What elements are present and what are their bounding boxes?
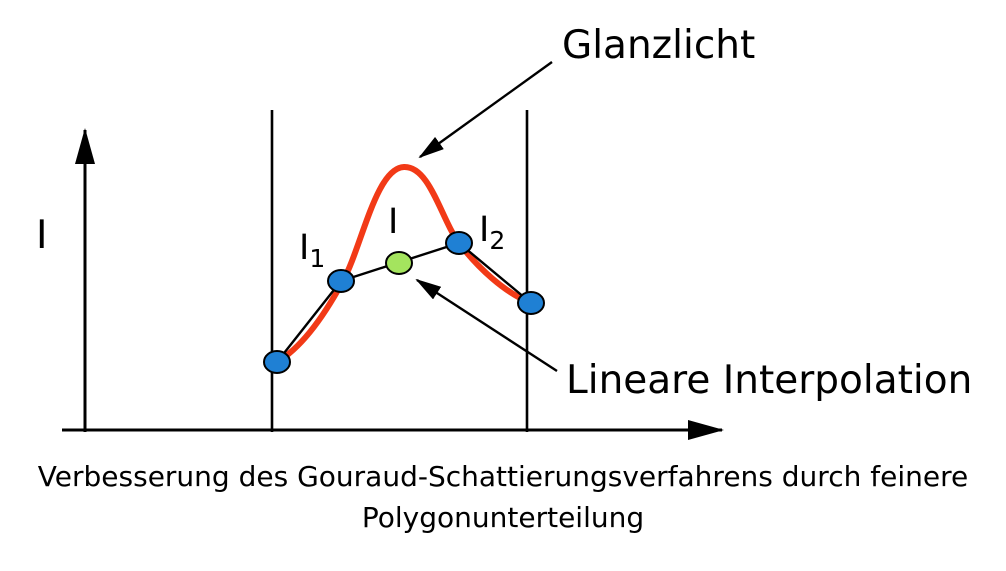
sample-point-bottom-left bbox=[263, 350, 291, 374]
interpolated-point bbox=[385, 251, 413, 275]
glanzlicht-label: Glanzlicht bbox=[562, 23, 755, 68]
sample-point-i1 bbox=[327, 269, 355, 293]
caption-line-1: Verbesserung des Gouraud-Schattierungsve… bbox=[38, 460, 968, 493]
lineare-interpolation-label: Lineare Interpolation bbox=[566, 358, 972, 403]
y-axis-label: I bbox=[36, 213, 48, 258]
glanzlicht-arrow bbox=[418, 61, 553, 159]
sample-point-i2 bbox=[445, 231, 473, 255]
label-i1: I1 bbox=[299, 228, 325, 273]
caption-line-2: Polygonunterteilung bbox=[362, 501, 644, 534]
interpolation-arrow bbox=[415, 278, 558, 373]
intensity-curve bbox=[274, 163, 534, 365]
label-i2: I2 bbox=[479, 210, 505, 255]
sample-point-bottom-right bbox=[517, 291, 545, 315]
label-i-mid: I bbox=[388, 202, 398, 242]
